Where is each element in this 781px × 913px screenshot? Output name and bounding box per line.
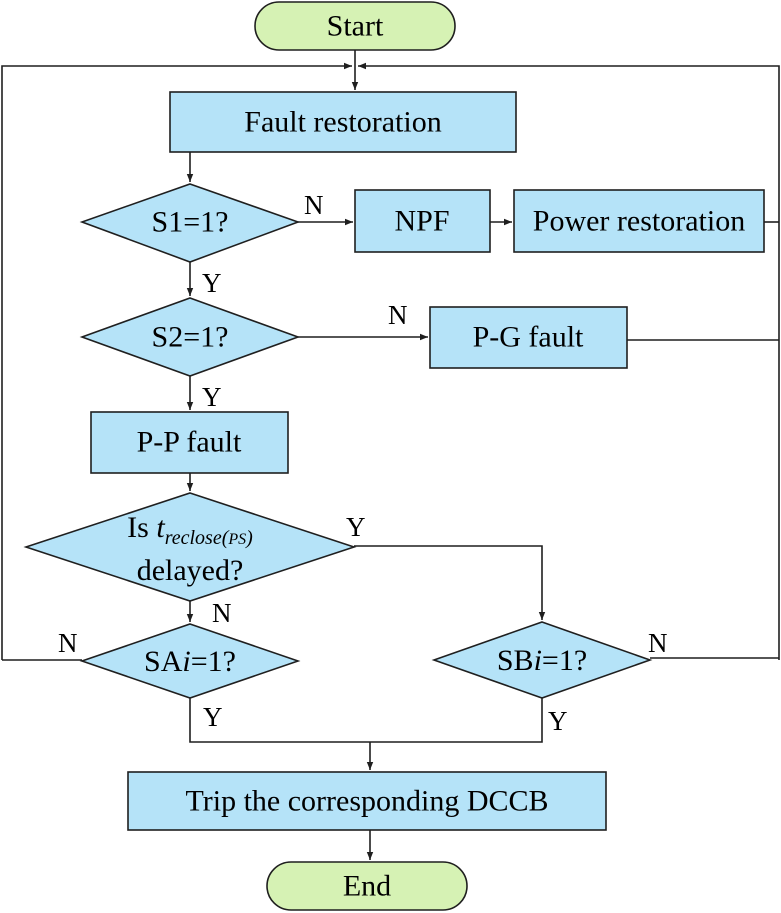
sai-decision: SAi=1? xyxy=(79,623,301,699)
sai-no-label: N xyxy=(58,628,78,658)
power-restoration-box: Power restoration xyxy=(513,189,765,253)
sbi-no-label: N xyxy=(648,628,668,658)
pp-fault-box: P-P fault xyxy=(90,411,289,474)
sai-yes-label: Y xyxy=(203,702,223,732)
pg-fault-label: P-G fault xyxy=(473,321,584,354)
reclose-question-line1: Is treclose(PS) xyxy=(127,511,253,549)
start-terminal: Start xyxy=(254,1,456,51)
sbi-label: SBi=1? xyxy=(497,644,587,677)
trip-label: Trip the corresponding DCCB xyxy=(185,785,548,818)
edge-reclose-to-sbi xyxy=(354,545,546,620)
reclose-no-label: N xyxy=(212,598,232,628)
edge-right-loop-to-junction xyxy=(358,62,780,660)
s2-no-label: N xyxy=(388,300,408,330)
s2-decision: S2=1? xyxy=(79,297,301,377)
edge-sai-yes-merge xyxy=(189,698,543,743)
reclose-question-line2: delayed? xyxy=(137,554,244,587)
npf-box: NPF xyxy=(354,189,491,253)
pp-fault-label: P-P fault xyxy=(137,426,242,459)
s1-label: S1=1? xyxy=(152,206,229,239)
reclose-yes-label: Y xyxy=(346,512,366,542)
reclose-decision: Is treclose(PS) delayed? xyxy=(23,492,357,602)
s1-decision: S1=1? xyxy=(79,183,301,263)
s2-yes-label: Y xyxy=(202,382,222,412)
start-label: Start xyxy=(327,10,384,43)
fault-restoration-label: Fault restoration xyxy=(244,106,441,139)
trip-box: Trip the corresponding DCCB xyxy=(127,771,607,831)
s1-yes-label: Y xyxy=(202,268,222,298)
s1-no-label: N xyxy=(304,190,324,220)
pg-fault-box: P-G fault xyxy=(429,306,628,369)
end-terminal: End xyxy=(266,861,468,911)
edge-left-loop-to-junction xyxy=(1,62,352,660)
sbi-yes-label: Y xyxy=(548,706,568,736)
sai-label: SAi=1? xyxy=(144,645,236,678)
end-label: End xyxy=(343,870,391,903)
npf-label: NPF xyxy=(394,205,449,238)
sbi-decision: SBi=1? xyxy=(431,621,653,699)
edge-labels: N Y N Y Y N N Y N Y xyxy=(58,190,668,736)
s2-label: S2=1? xyxy=(152,321,229,354)
fault-restoration-box: Fault restoration xyxy=(169,91,517,153)
power-restoration-label: Power restoration xyxy=(533,205,745,238)
connectors xyxy=(1,50,780,860)
